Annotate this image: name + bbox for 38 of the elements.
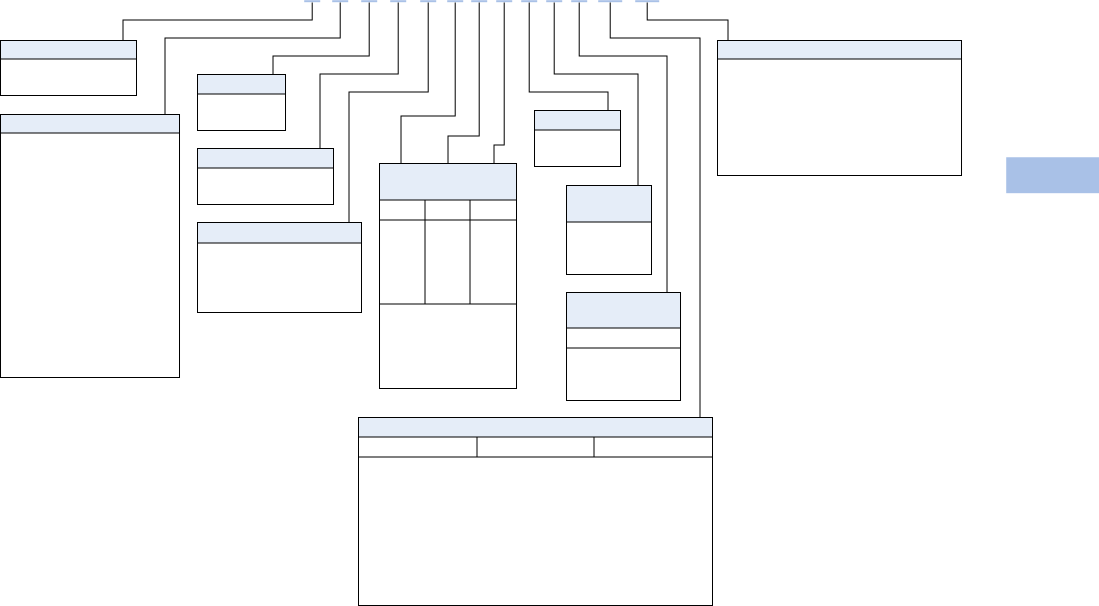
leader-line [578,1,668,293]
panel-box [0,40,137,96]
leader-line [528,1,609,111]
leader-line [348,1,429,223]
tab-marker [598,0,623,3]
leader-line [122,1,313,41]
leader-line [646,1,729,41]
tab-marker [304,0,321,3]
tab-marker [332,0,349,3]
leader-line [609,1,701,418]
leader-line [272,1,370,75]
panel-box [565,292,681,401]
tab-marker [571,0,588,3]
leader-line [553,1,639,186]
leader-line [493,1,505,164]
tab-marker [447,0,464,3]
panel-box [0,114,180,378]
tab-marker [521,0,538,3]
panel-box [533,110,621,167]
panel-box [196,74,286,131]
leader-line [319,1,399,149]
tab-marker [546,0,563,3]
panel-box [378,163,517,389]
panel-box [196,222,362,313]
tab-marker [361,0,378,3]
panel-box [196,148,334,205]
tab-marker [390,0,407,3]
leader-line [400,1,456,164]
panel-box [716,40,962,176]
tab-marker [496,0,513,3]
tab-marker [420,0,437,3]
tab-marker [471,0,488,3]
leader-line [164,1,341,115]
leader-line [447,1,480,164]
panel-box [357,417,713,606]
side-tab [1006,157,1099,194]
panel-box [565,185,652,275]
tab-marker [635,0,660,3]
